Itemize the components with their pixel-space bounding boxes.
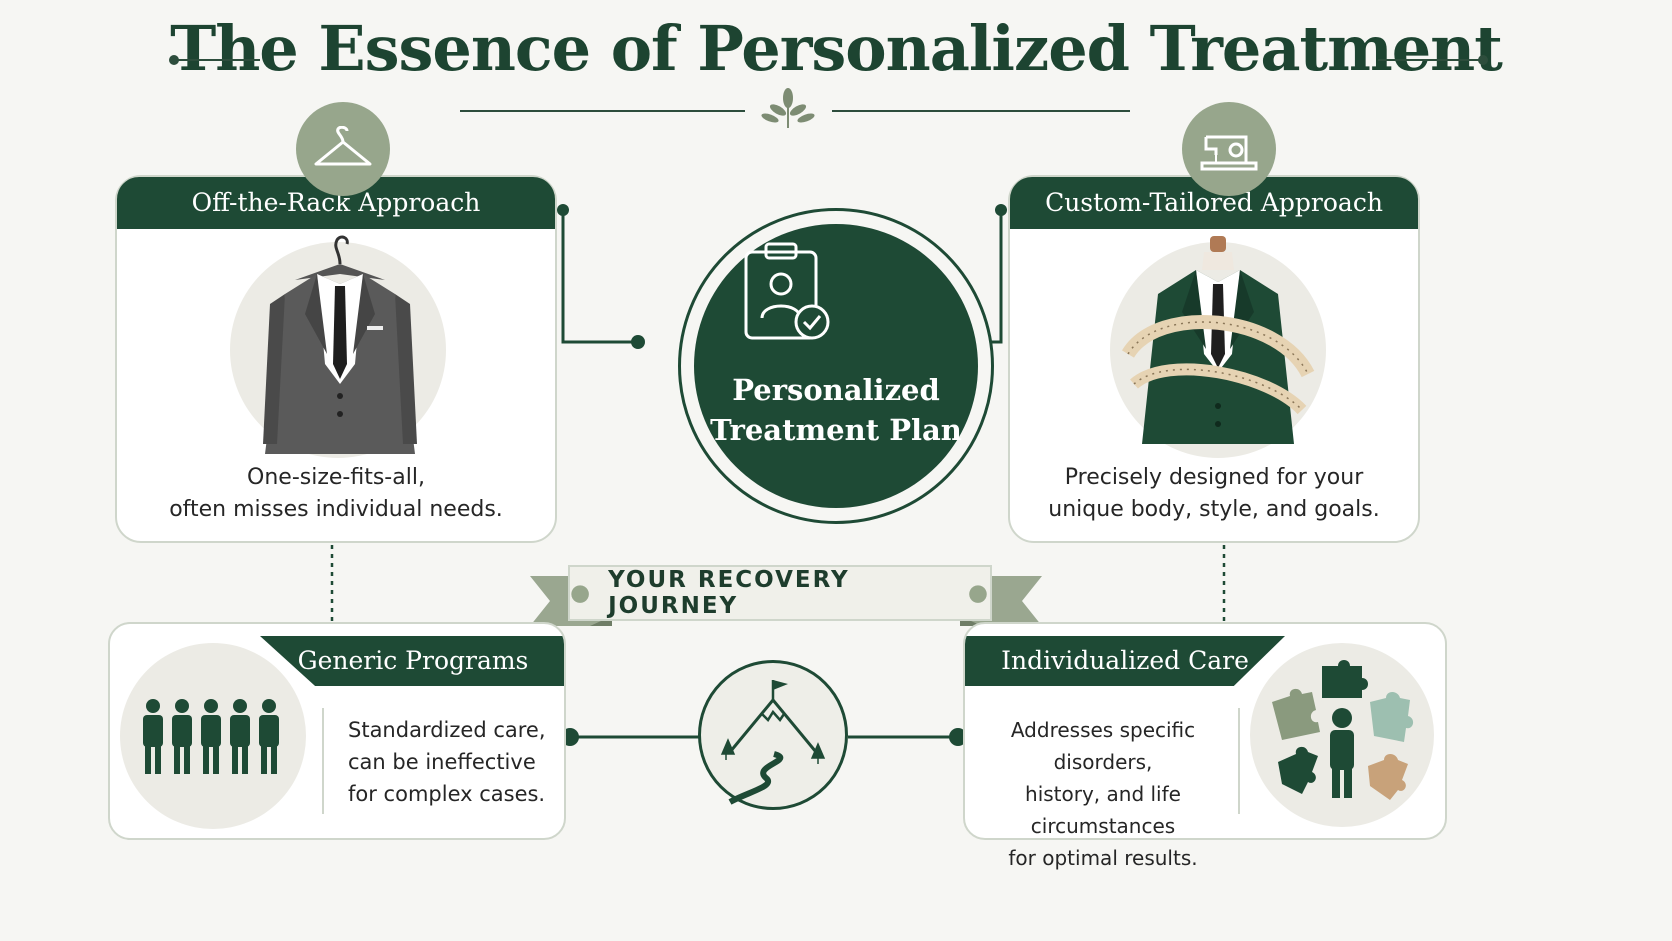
off-the-rack-desc: One-size-fits-all, often misses individu… xyxy=(115,462,557,526)
individualized-care-divider xyxy=(1238,708,1240,814)
ribbon-dot-left: ● xyxy=(570,580,593,606)
individualized-care-desc: Addresses specific disorders, history, a… xyxy=(970,714,1236,874)
gray-suit-image xyxy=(263,235,417,454)
hub-label: Personalized Treatment Plan xyxy=(694,370,978,450)
hanger-icon xyxy=(296,102,390,196)
custom-tailored-desc-line2: unique body, style, and goals. xyxy=(1048,497,1380,522)
sub-rule-right xyxy=(832,110,1130,112)
individualized-care-desc-line1: Addresses specific disorders, xyxy=(1010,718,1196,774)
custom-tailored-desc-line1: Precisely designed for your xyxy=(1064,465,1364,490)
page-title: The Essence of Personalized Treatment xyxy=(170,12,1503,85)
green-suit-mannequin-image xyxy=(1122,236,1315,444)
laurel-sprig-icon xyxy=(761,88,815,128)
individualized-care-header: Individualized Care xyxy=(965,636,1285,686)
off-the-rack-desc-line1: One-size-fits-all, xyxy=(247,465,425,490)
hub-label-line2: Treatment Plan xyxy=(710,413,962,447)
group-of-people-icon xyxy=(143,699,279,774)
ribbon-dot-right: ● xyxy=(967,580,990,606)
generic-programs-header: Generic Programs xyxy=(260,636,564,686)
generic-programs-desc-line3: for complex cases. xyxy=(348,782,546,806)
title-rule-right xyxy=(1378,59,1483,61)
individualized-care-desc-line2: history, and life circumstances xyxy=(1025,782,1181,838)
custom-tailored-desc: Precisely designed for your unique body,… xyxy=(1008,462,1420,526)
title-rule-left xyxy=(175,59,260,61)
clipboard-person-check-icon xyxy=(744,242,830,340)
hub-circle xyxy=(694,224,978,508)
ribbon-banner: ● YOUR RECOVERY JOURNEY ● xyxy=(568,565,992,621)
title-rule-dot-left xyxy=(169,55,179,65)
person-with-puzzle-pieces-icon xyxy=(1272,660,1414,800)
title-rule-dot-right xyxy=(1478,55,1488,65)
off-the-rack-desc-line2: often misses individual needs. xyxy=(169,497,503,522)
ribbon-label: YOUR RECOVERY JOURNEY xyxy=(608,567,850,619)
individualized-care-desc-line3: for optimal results. xyxy=(1008,846,1198,870)
generic-programs-divider xyxy=(322,708,324,814)
sub-rule-left xyxy=(460,110,745,112)
generic-programs-desc-line1: Standardized care, xyxy=(348,718,546,742)
generic-programs-desc: Standardized care, can be ineffective fo… xyxy=(348,714,558,810)
hub-label-line1: Personalized xyxy=(732,373,940,407)
sewing-machine-icon xyxy=(1182,102,1276,196)
generic-programs-desc-line2: can be ineffective xyxy=(348,750,536,774)
mountain-path-flag-icon xyxy=(720,680,826,805)
